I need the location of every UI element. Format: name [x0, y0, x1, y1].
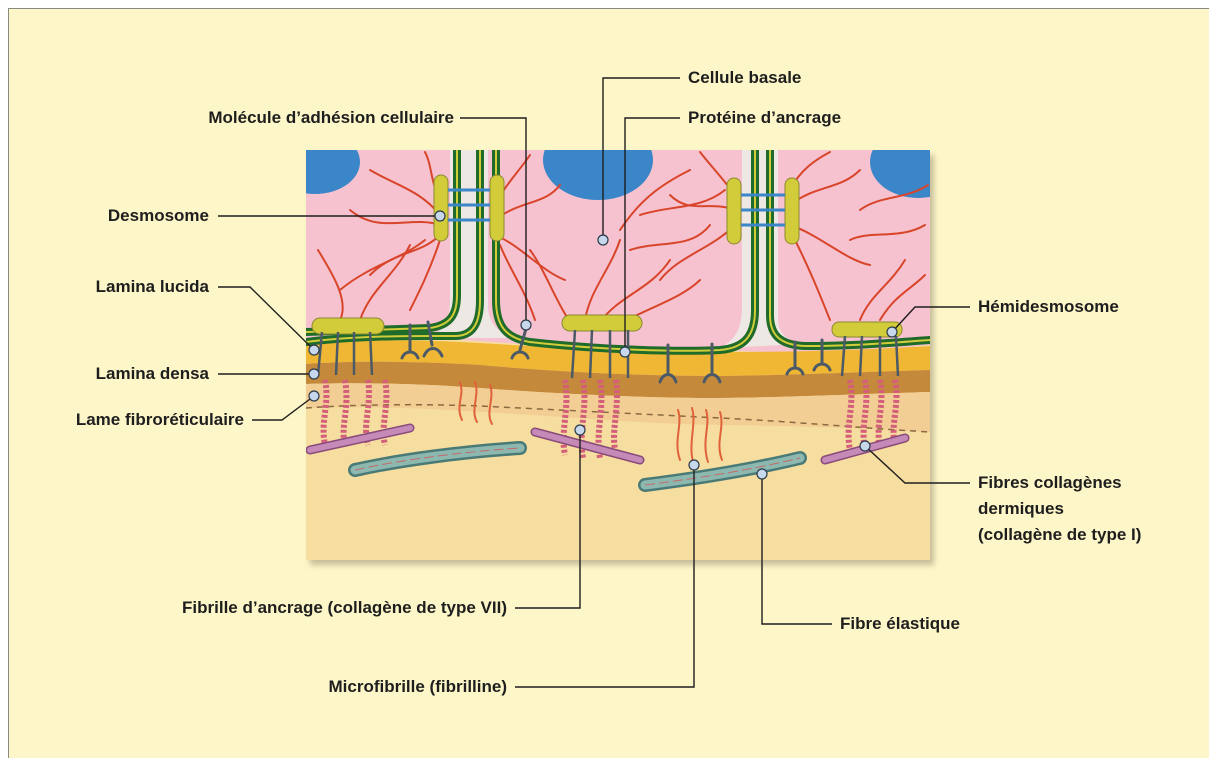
label-proteine-ancrage: Protéine d’ancrage — [688, 108, 841, 128]
nucleus — [543, 120, 653, 200]
hemidesmosome-plaque — [562, 315, 642, 331]
illustration — [270, 120, 966, 560]
label-fibres-collagenes-1: Fibres collagènes — [978, 473, 1122, 493]
label-lame-fibroreticulaire: Lame fibroréticulaire — [76, 410, 244, 430]
label-molecule-adhesion: Molécule d’adhésion cellulaire — [208, 108, 454, 128]
label-cellule-basale: Cellule basale — [688, 68, 801, 88]
label-fibres-collagenes-2: dermiques — [978, 499, 1064, 519]
label-fibres-collagenes-3: (collagène de type I) — [978, 525, 1141, 545]
nucleus — [270, 130, 360, 194]
label-fibrille-ancrage: Fibrille d’ancrage (collagène de type VI… — [182, 598, 507, 618]
label-desmosome: Desmosome — [108, 206, 209, 226]
label-lamina-densa: Lamina densa — [96, 364, 209, 384]
hemidesmosome-plaque — [312, 318, 384, 334]
label-hemidesmosome: Hémidesmosome — [978, 297, 1119, 317]
label-fibre-elastique: Fibre élastique — [840, 614, 960, 634]
label-microfibrille: Microfibrille (fibrilline) — [328, 677, 507, 697]
nucleus — [870, 126, 966, 198]
label-lamina-lucida: Lamina lucida — [96, 277, 209, 297]
